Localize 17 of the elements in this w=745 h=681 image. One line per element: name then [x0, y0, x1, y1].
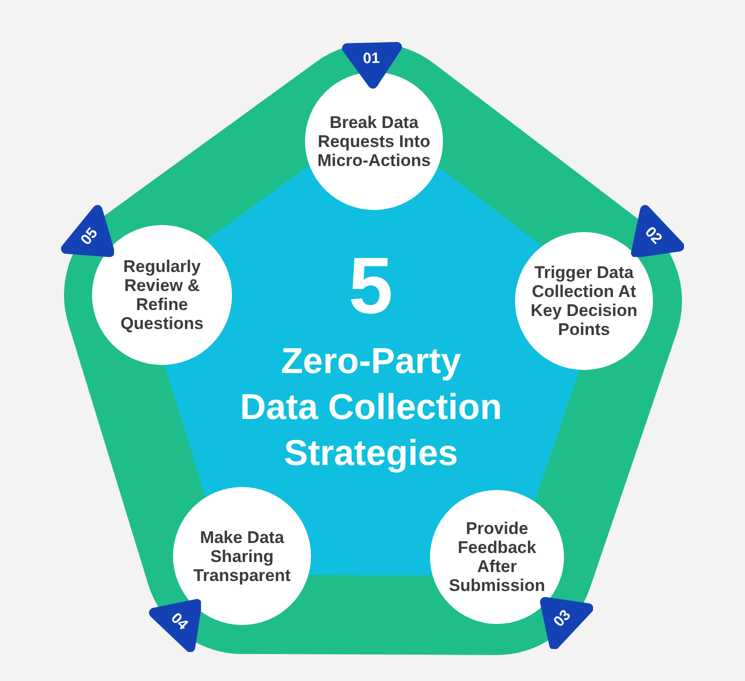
step-text: Trigger Data Collection At Key Decision Points — [530, 263, 638, 339]
step-text: Regularly Review & Refine Questions — [119, 257, 205, 333]
number-badge — [60, 205, 114, 258]
center-number: 5 — [348, 255, 393, 317]
step-text: Provide Feedback After Submission — [448, 519, 546, 595]
number-badge — [342, 42, 402, 89]
step-number: 05 — [78, 225, 101, 248]
step-number: 04 — [168, 610, 190, 634]
number-badge — [540, 596, 594, 650]
number-badge — [630, 204, 684, 258]
step-number: 03 — [552, 608, 574, 630]
step-text: Make Data Sharing Transparent — [192, 528, 292, 584]
center-heading: Zero-Party Data Collection Strategies — [238, 339, 503, 475]
step-number: 02 — [642, 224, 665, 246]
number-badge — [148, 598, 202, 652]
step-text: Break Data Requests Into Micro-Actions — [316, 112, 432, 170]
step-number: 01 — [363, 51, 380, 67]
